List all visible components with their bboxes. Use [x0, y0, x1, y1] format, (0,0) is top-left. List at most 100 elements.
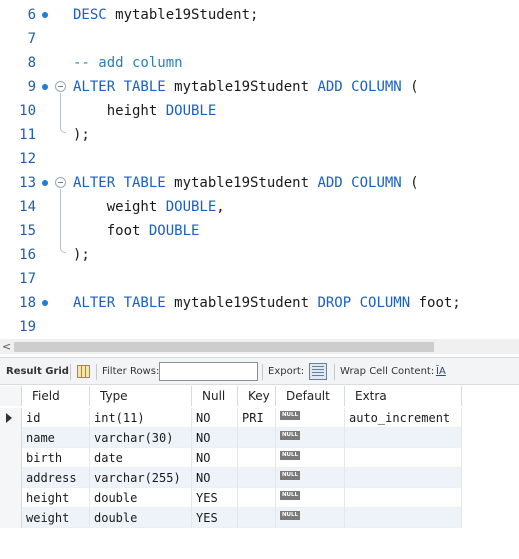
editor-line[interactable]: 10 height DOUBLE [0, 99, 519, 123]
cell-default[interactable]: NULL [276, 428, 345, 448]
row-selector[interactable] [0, 408, 22, 428]
cell-type[interactable]: date [90, 448, 192, 468]
toolbar-separator [96, 364, 97, 380]
column-header-key[interactable]: Key [238, 386, 276, 406]
cell-default[interactable]: NULL [276, 488, 345, 508]
cell-extra[interactable] [345, 508, 462, 528]
editor-line[interactable]: 19 [0, 315, 519, 339]
sql-token: mytable19Student [165, 79, 318, 95]
grid-corner[interactable] [0, 386, 22, 406]
cell-field[interactable]: birth [22, 448, 90, 468]
cell-extra[interactable]: auto_increment [345, 408, 462, 428]
cell-null[interactable]: NO [192, 468, 238, 488]
column-header-default[interactable]: Default [276, 386, 345, 406]
cell-default[interactable]: NULL [276, 468, 345, 488]
code-text: weight DOUBLE, [73, 195, 225, 219]
column-header-null[interactable]: Null [192, 386, 238, 406]
cell-type[interactable]: double [90, 488, 192, 508]
editor-line[interactable]: 14 weight DOUBLE, [0, 195, 519, 219]
filter-rows-label: Filter Rows: [102, 366, 160, 377]
cell-extra[interactable] [345, 468, 462, 488]
row-selector[interactable] [0, 468, 22, 488]
column-header-extra[interactable]: Extra [345, 386, 462, 406]
editor-line[interactable]: 11); [0, 123, 519, 147]
editor-line[interactable]: 16); [0, 243, 519, 267]
wrap-cell-label: Wrap Cell Content: [340, 366, 435, 377]
cell-field[interactable]: height [22, 488, 90, 508]
row-selector[interactable] [0, 488, 22, 508]
editor-line[interactable]: 17 [0, 267, 519, 291]
cell-null[interactable]: NO [192, 408, 238, 428]
cell-key[interactable] [238, 488, 276, 508]
fold-toggle-icon[interactable] [55, 81, 66, 92]
cell-extra[interactable] [345, 428, 462, 448]
cell-type[interactable]: int(11) [90, 408, 192, 428]
cell-type[interactable]: varchar(255) [90, 468, 192, 488]
editor-line[interactable]: 7 [0, 27, 519, 51]
scroll-left-icon[interactable]: < [2, 340, 12, 353]
cell-extra[interactable] [345, 448, 462, 468]
null-badge: NULL [280, 511, 300, 520]
line-number: 13 [19, 175, 36, 191]
cell-type[interactable]: varchar(30) [90, 428, 192, 448]
statement-marker-icon[interactable] [42, 84, 48, 90]
cell-default[interactable]: NULL [276, 508, 345, 528]
editor-line[interactable]: 13 ALTER TABLE mytable19Student ADD COLUM… [0, 171, 519, 195]
code-text: ALTER TABLE mytable19Student ADD COLUMN … [73, 171, 419, 195]
cell-field[interactable]: id [22, 408, 90, 428]
statement-marker-icon[interactable] [42, 12, 48, 18]
cell-field[interactable]: weight [22, 508, 90, 528]
editor-line[interactable]: 15 foot DOUBLE [0, 219, 519, 243]
wrap-cell-icon[interactable]: ĪA [436, 366, 446, 377]
grid-view-icon[interactable] [77, 365, 90, 378]
line-number: 6 [27, 7, 36, 23]
line-number: 8 [27, 55, 36, 71]
row-selector[interactable] [0, 448, 22, 468]
statement-marker-icon[interactable] [42, 180, 48, 186]
cell-extra[interactable] [345, 488, 462, 508]
cell-type[interactable]: double [90, 508, 192, 528]
cell-null[interactable]: NO [192, 428, 238, 448]
line-number: 18 [19, 295, 36, 311]
filter-rows-input[interactable] [159, 362, 258, 381]
row-selector[interactable] [0, 508, 22, 528]
editor-horizontal-scrollbar[interactable]: < [0, 339, 519, 354]
cell-field[interactable]: address [22, 468, 90, 488]
cell-null[interactable]: YES [192, 508, 238, 528]
scrollbar-thumb[interactable] [14, 342, 434, 352]
column-header-field[interactable]: Field [22, 386, 90, 406]
line-number: 11 [19, 127, 36, 143]
column-header-type[interactable]: Type [90, 386, 192, 406]
result-grid-tab[interactable]: Result Grid [6, 366, 69, 377]
cell-key[interactable] [238, 428, 276, 448]
fold-toggle-icon[interactable] [55, 177, 66, 188]
cell-default[interactable]: NULL [276, 448, 345, 468]
sql-keyword: ALTER TABLE [73, 175, 166, 191]
cell-default[interactable]: NULL [276, 408, 345, 428]
sql-token: mytable19Student; [106, 7, 259, 23]
sql-keyword: ADD COLUMN [317, 175, 402, 191]
editor-line[interactable]: 8-- add column [0, 51, 519, 75]
cell-field[interactable]: name [22, 428, 90, 448]
cell-key[interactable] [238, 508, 276, 528]
cell-key[interactable]: PRI [238, 408, 276, 428]
row-selector[interactable] [0, 428, 22, 448]
export-icon[interactable] [309, 363, 327, 380]
cell-key[interactable] [238, 448, 276, 468]
statement-marker-icon[interactable] [42, 300, 48, 306]
editor-line[interactable]: 12 [0, 147, 519, 171]
cell-null[interactable]: YES [192, 488, 238, 508]
cell-key[interactable] [238, 468, 276, 488]
cell-null[interactable]: NO [192, 448, 238, 468]
